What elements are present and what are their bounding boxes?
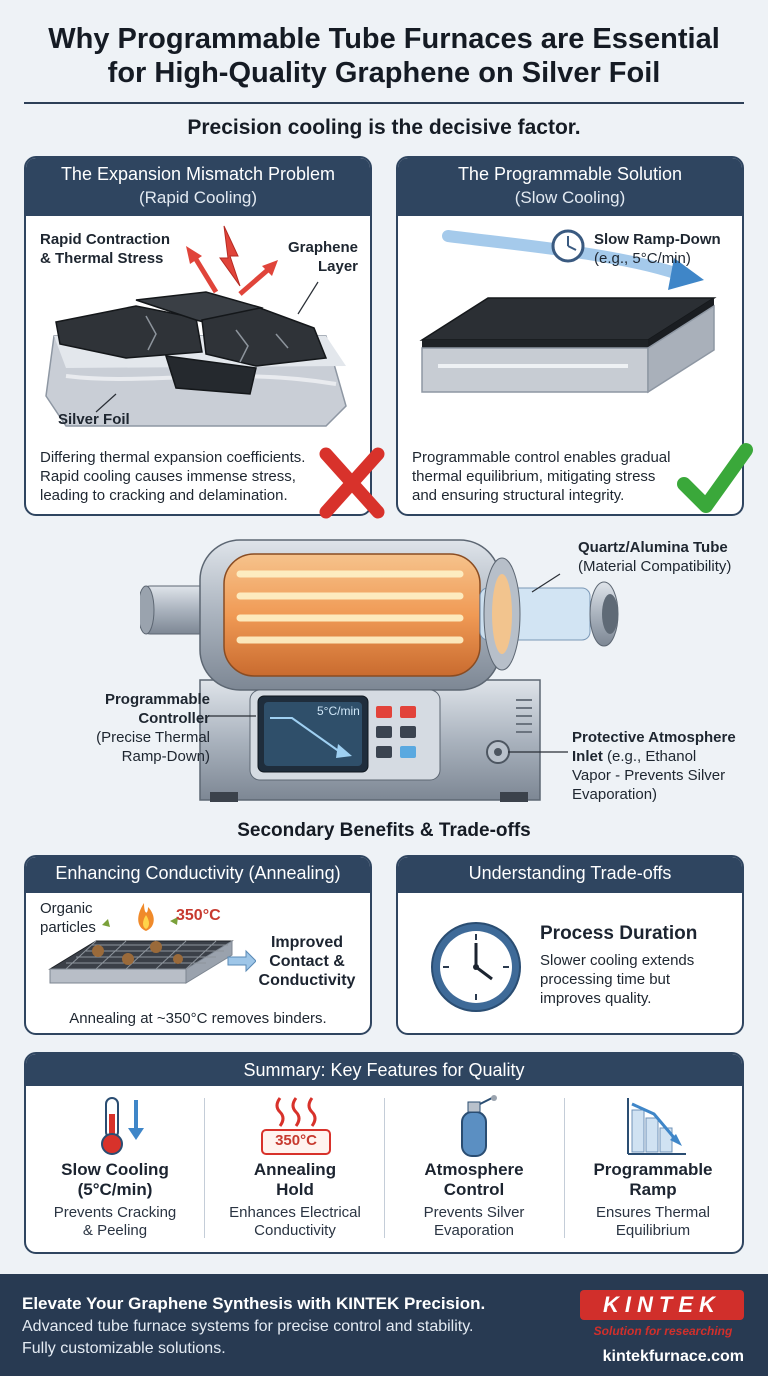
solution-panel: The Programmable Solution (Slow Cooling)… (396, 156, 744, 516)
annealing-mesh-illustration (48, 903, 256, 984)
title-line-2: for High-Quality Graphene on Silver Foil (107, 57, 661, 89)
summary-divider (384, 1098, 385, 1238)
tube-label: Quartz/Alumina Tube (Material Compatibil… (578, 539, 732, 575)
problem-panel: The Expansion Mismatch Problem (Rapid Co… (24, 156, 372, 516)
process-duration-title: Process Duration (540, 923, 698, 944)
silver-foil-label: Silver Foil (58, 411, 130, 428)
process-duration-desc: Slower cooling extends processing time b… (540, 952, 695, 1007)
problem-description: Differing thermal expansion coefficients… (40, 449, 306, 504)
kintek-logo[interactable]: KINTEK (580, 1290, 744, 1320)
intact-graphene-illustration (419, 229, 717, 394)
problem-subheading: (Rapid Cooling) (138, 188, 258, 207)
solution-heading: The Programmable Solution (457, 164, 683, 184)
flame-icon (138, 903, 154, 931)
heating-350-icon (261, 1097, 331, 1155)
summary-header: Summary: Key Features for Quality (26, 1054, 742, 1086)
stress-arrows-icon (186, 225, 278, 296)
success-check-icon (677, 443, 753, 513)
solution-subheading: (Slow Cooling) (514, 188, 626, 207)
logo-tagline: Solution for researching (593, 1324, 733, 1338)
clock-icon (431, 922, 521, 1012)
subtitle: Precision cooling is the decisive factor… (187, 116, 581, 139)
cracked-graphene-illustration (45, 225, 347, 427)
controller-label: Programmable Controller (Precise Thermal… (96, 691, 210, 765)
ramp-chart-icon (627, 1098, 686, 1155)
footer: Elevate Your Graphene Synthesis with KIN… (0, 1274, 768, 1376)
benefits-title: Secondary Benefits & Trade-offs (237, 820, 531, 841)
gas-cylinder-icon (461, 1095, 497, 1157)
clock-icon (551, 229, 585, 263)
annealing-badge: 350°C (275, 1132, 317, 1149)
error-x-icon (319, 447, 385, 519)
title-line-1: Why Programmable Tube Furnaces are Essen… (48, 23, 720, 55)
page-title: Why Programmable Tube Furnaces are Essen… (0, 22, 768, 90)
annealing-temp-label: 350°C (176, 907, 221, 924)
inlet-label: Protective Atmosphere Inlet (e.g., Ethan… (572, 729, 736, 803)
footer-line-2: Fully customizable solutions. (22, 1340, 226, 1357)
conductivity-result: Improved Contact & Conductivity (258, 934, 356, 989)
stress-label: Rapid Contraction & Thermal Stress (40, 231, 170, 267)
conductivity-panel: Enhancing Conductivity (Annealing) Organ… (24, 855, 372, 1035)
summary-divider (204, 1098, 205, 1238)
tube-furnace-illustration (140, 539, 619, 802)
organic-particles-label: Organic particles (40, 900, 96, 936)
footer-line-1: Advanced tube furnace systems for precis… (22, 1318, 474, 1335)
conductivity-panel-header: Enhancing Conductivity (Annealing) (26, 857, 370, 893)
tradeoffs-panel-header: Understanding Trade-offs (398, 857, 742, 893)
title-divider (24, 102, 744, 104)
problem-panel-header: The Expansion Mismatch Problem (Rapid Co… (26, 158, 370, 216)
controller-screen-readout: 5°C/min (317, 704, 360, 718)
tradeoffs-panel: Understanding Trade-offs Process Duratio… (396, 855, 744, 1035)
annealing-note: Annealing at ~350°C removes binders. (69, 1010, 327, 1027)
thermometer-down-icon (101, 1097, 144, 1155)
feature-slow-cooling: Slow Cooling (5°C/min) Prevents Cracking… (53, 1160, 177, 1239)
ramp-label: Slow Ramp-Down (e.g., 5°C/min) (594, 231, 721, 267)
website-link[interactable]: kintekfurnace.com (602, 1348, 744, 1365)
solution-description: Programmable control enables gradual the… (412, 449, 671, 504)
solution-panel-header: The Programmable Solution (Slow Cooling) (398, 158, 742, 216)
graphene-layer-label: Graphene Layer (287, 239, 358, 275)
summary-divider (564, 1098, 565, 1238)
problem-heading: The Expansion Mismatch Problem (60, 164, 336, 184)
footer-headline: Elevate Your Graphene Synthesis with KIN… (22, 1294, 486, 1313)
